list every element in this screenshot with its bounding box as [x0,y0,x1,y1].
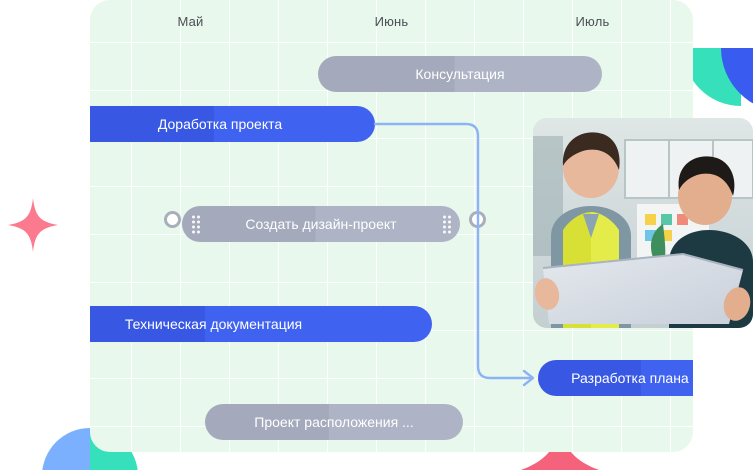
task-bar-label: Разработка плана ин... [571,370,693,386]
timeline-month-may: Май [90,0,291,42]
task-connector-handle-left[interactable] [164,211,181,228]
task-bar-technical-documentation[interactable]: Техническая документация [90,306,432,342]
task-bar-consultation[interactable]: Консультация [318,56,602,92]
task-bar-drag-grip-right[interactable] [443,215,451,234]
task-bar-create-design-project[interactable]: Создать дизайн-проект [182,206,460,242]
decor-semicircle-left-half [42,428,90,470]
timeline-month-label: Июль [575,13,610,29]
timeline-month-label: Июнь [374,13,409,29]
timeline-month-label: Май [177,13,204,29]
task-bar-label: Создать дизайн-проект [245,216,397,232]
task-bar-project-revision[interactable]: Доработка проекта [90,106,375,142]
task-connector-handle-right[interactable] [469,211,486,228]
task-bar-layout-project[interactable]: Проект расположения ... [205,404,463,440]
task-bar-label: Доработка проекта [157,116,283,132]
timeline-month-july: Июль [492,0,693,42]
task-bar-label: Техническая документация [124,316,303,332]
timeline-month-june: Июнь [291,0,492,42]
project-photo [533,118,753,328]
gantt-timeline-header: Май Июнь Июль [90,0,693,42]
task-bar-drag-grip-left[interactable] [192,215,200,234]
task-bar-label: Консультация [415,66,505,82]
task-bar-label: Проект расположения ... [254,414,414,430]
task-bar-engineering-plan[interactable]: Разработка плана ин... [538,360,693,396]
decor-sparkle-icon [8,198,58,252]
project-photo-image [533,118,753,328]
timeline-header-divider [90,42,693,43]
